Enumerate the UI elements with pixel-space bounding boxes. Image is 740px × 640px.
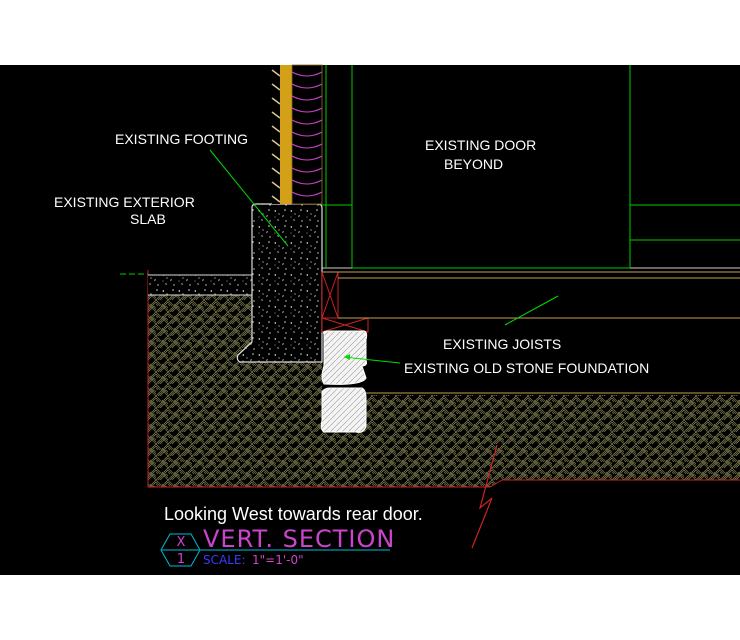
drawing-title: VERT. SECTION [203,525,395,553]
earth-fill [147,270,740,488]
existing-footing [236,203,323,363]
label-existing-exterior-slab-line2: SLAB [130,211,166,227]
break-line [471,444,498,549]
label-existing-old-stone-foundation: EXISTING OLD STONE FOUNDATION [404,360,649,376]
detail-letter: X [177,535,186,550]
wall-assembly [271,64,323,205]
leader-lines [209,149,559,364]
scale-label: SCALE: [203,553,246,567]
exterior-slab [120,273,252,296]
label-existing-footing: EXISTING FOOTING [115,131,248,147]
sheet-number: 1 [177,552,185,567]
label-existing-joists: EXISTING JOISTS [443,336,561,352]
old-stone-foundation [320,330,368,433]
label-existing-exterior-slab-line1: EXISTING EXTERIOR [54,194,195,210]
sill-plate [321,271,369,333]
label-existing-door-line1: EXISTING DOOR [425,137,536,153]
existing-door-beyond [322,65,740,269]
scale-value: 1"=1'-0" [252,553,304,567]
drawing-caption: Looking West towards rear door. [164,504,423,524]
drawing-background [0,65,740,575]
label-existing-door-line2: BEYOND [444,156,503,172]
detail-title-block: X 1 VERT. SECTION SCALE: 1"=1'-0" [160,525,395,567]
